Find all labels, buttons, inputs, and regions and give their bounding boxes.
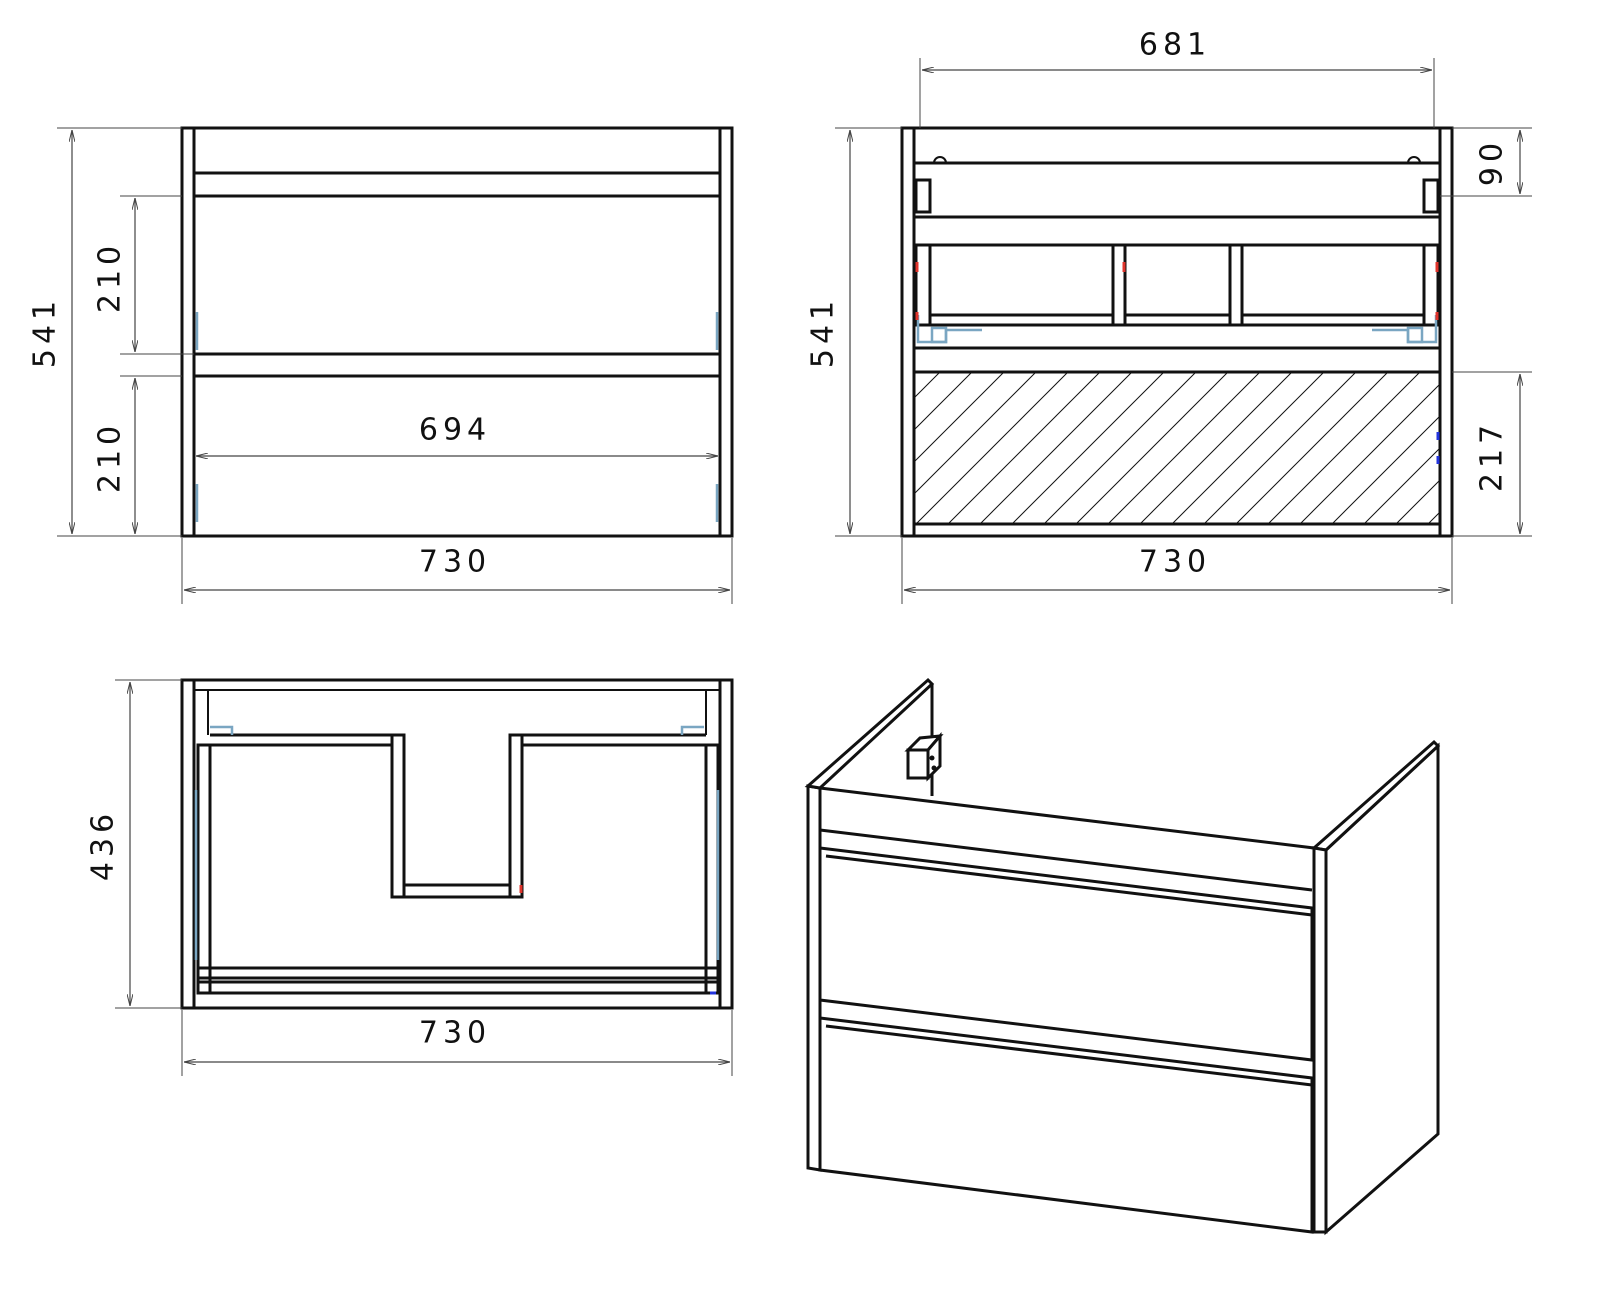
section-upper-drawer-box	[914, 243, 1440, 327]
dim-section-overall-height: 541	[806, 296, 841, 368]
section-left-side-panel	[900, 126, 916, 538]
dim-plan-overall-depth: 436	[86, 809, 121, 881]
dim-front-inner-width: 694	[419, 413, 491, 448]
iso-wall-bracket	[904, 731, 944, 782]
dim-front-overall-height: 541	[28, 296, 63, 368]
front-view	[180, 126, 734, 538]
plan-view	[180, 678, 734, 1010]
section-left-mount-hole	[933, 156, 947, 164]
front-right-side-panel	[718, 126, 734, 538]
plan-left-side-panel	[180, 678, 196, 1010]
dim-section-top-height: 90	[1475, 138, 1510, 186]
section-right-bracket	[1422, 178, 1440, 214]
dim-section-overall-width: 730	[1139, 545, 1211, 580]
isometric-view	[804, 677, 1441, 1236]
section-cutout-post-left	[1111, 243, 1127, 327]
section-cutout-post-right	[1228, 243, 1244, 327]
iso-lower-drawer-front	[818, 1016, 1314, 1234]
iso-front-top-rail	[819, 786, 1315, 892]
section-right-side-panel	[1438, 126, 1454, 538]
section-color-markers	[915, 262, 1440, 464]
section-view	[900, 126, 1454, 538]
plan-siphon-cutout	[390, 733, 524, 899]
section-right-mount-hole	[1407, 156, 1421, 164]
plan-drawer-box	[194, 743, 720, 1010]
plan-right-side-panel	[718, 678, 734, 1010]
section-view-dimensions: 681 90 541 217 730	[806, 28, 1532, 604]
dim-upper-drawer-height: 210	[93, 241, 128, 313]
plan-hardware-markers	[194, 725, 720, 995]
dim-plan-overall-width: 730	[419, 1016, 491, 1051]
front-view-dimensions: 541 210 210 694 730	[28, 127, 733, 604]
section-left-bracket	[914, 178, 932, 214]
dim-section-drawer-height: 217	[1475, 420, 1510, 492]
front-hinge-markers	[195, 312, 719, 522]
plan-rear-rail	[210, 733, 706, 747]
section-lower-drawer-hatched	[912, 370, 1442, 526]
front-left-side-panel	[180, 126, 196, 538]
plan-view-dimensions: 436 730	[86, 679, 733, 1076]
iso-right-side-panel	[1310, 739, 1441, 1236]
iso-upper-drawer-front	[818, 846, 1314, 1062]
dim-lower-drawer-height: 210	[93, 421, 128, 493]
dim-section-inner-width: 681	[1139, 28, 1211, 63]
iso-left-side-panel	[804, 677, 935, 1172]
dim-front-overall-width: 730	[419, 545, 491, 580]
section-slide-hardware	[916, 315, 1438, 344]
